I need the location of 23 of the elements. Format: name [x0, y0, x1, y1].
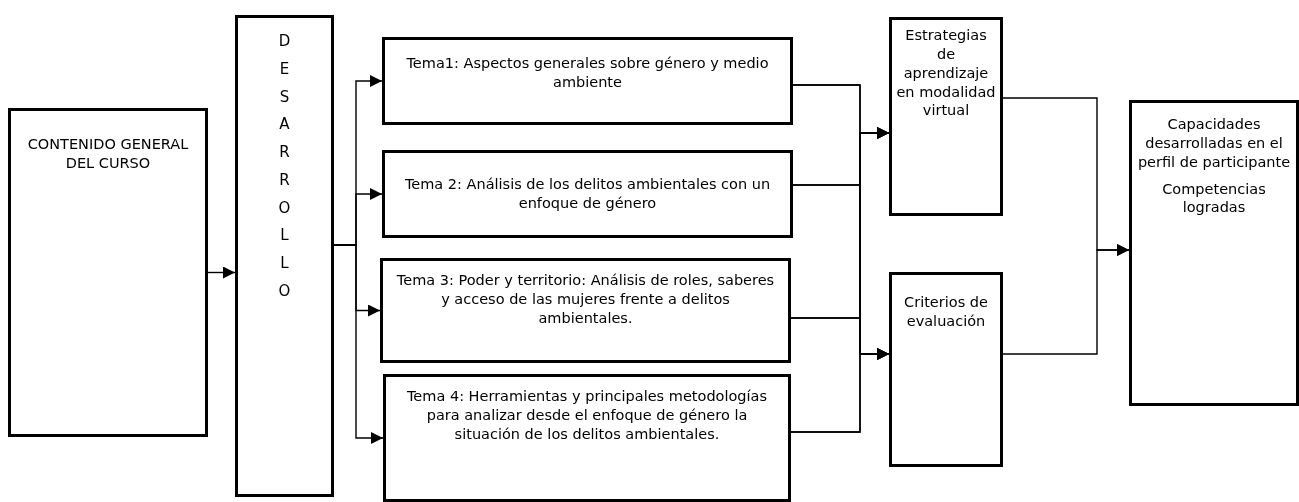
box-text: DESARROLLO	[277, 31, 292, 302]
process-box	[8, 108, 208, 437]
process-box	[889, 272, 1003, 467]
box-text: Criterios de evaluación	[903, 293, 989, 331]
box-text: Tema1: Aspectos generales sobre género y medio ambiente	[405, 54, 770, 92]
box-text: Tema 2: Análisis de los delitos ambientales con un enfoque de género	[403, 175, 772, 213]
arrow	[333, 244, 384, 444]
arrow	[1002, 244, 1130, 355]
box-text: Competencias logradas	[1161, 179, 1267, 218]
box-text: Tema 3: Poder y territorio: Análisis de roles, saberes y acceso de las mujeres frente a delitos ambientales.	[395, 271, 776, 328]
process-box	[380, 258, 791, 363]
box-text: CONTENIDO GENERAL DEL CURSO	[26, 135, 190, 173]
box-text: Capacidades desarrolladas en el perfil de participante	[1136, 115, 1292, 172]
box-text: Estrategias de aprendizaje en modalidad virtual	[896, 26, 996, 121]
arrow	[790, 348, 890, 433]
process-box	[382, 150, 793, 238]
process-box	[1129, 100, 1299, 406]
process-box	[889, 17, 1003, 216]
vertical-label-box	[235, 15, 334, 497]
arrow	[207, 266, 236, 279]
process-box	[383, 374, 791, 502]
process-box	[382, 37, 793, 125]
box-text: Tema 4: Herramientas y principales metodologías para analizar desde el enfoque de género la situación de los delitos ambientales.	[405, 387, 769, 444]
